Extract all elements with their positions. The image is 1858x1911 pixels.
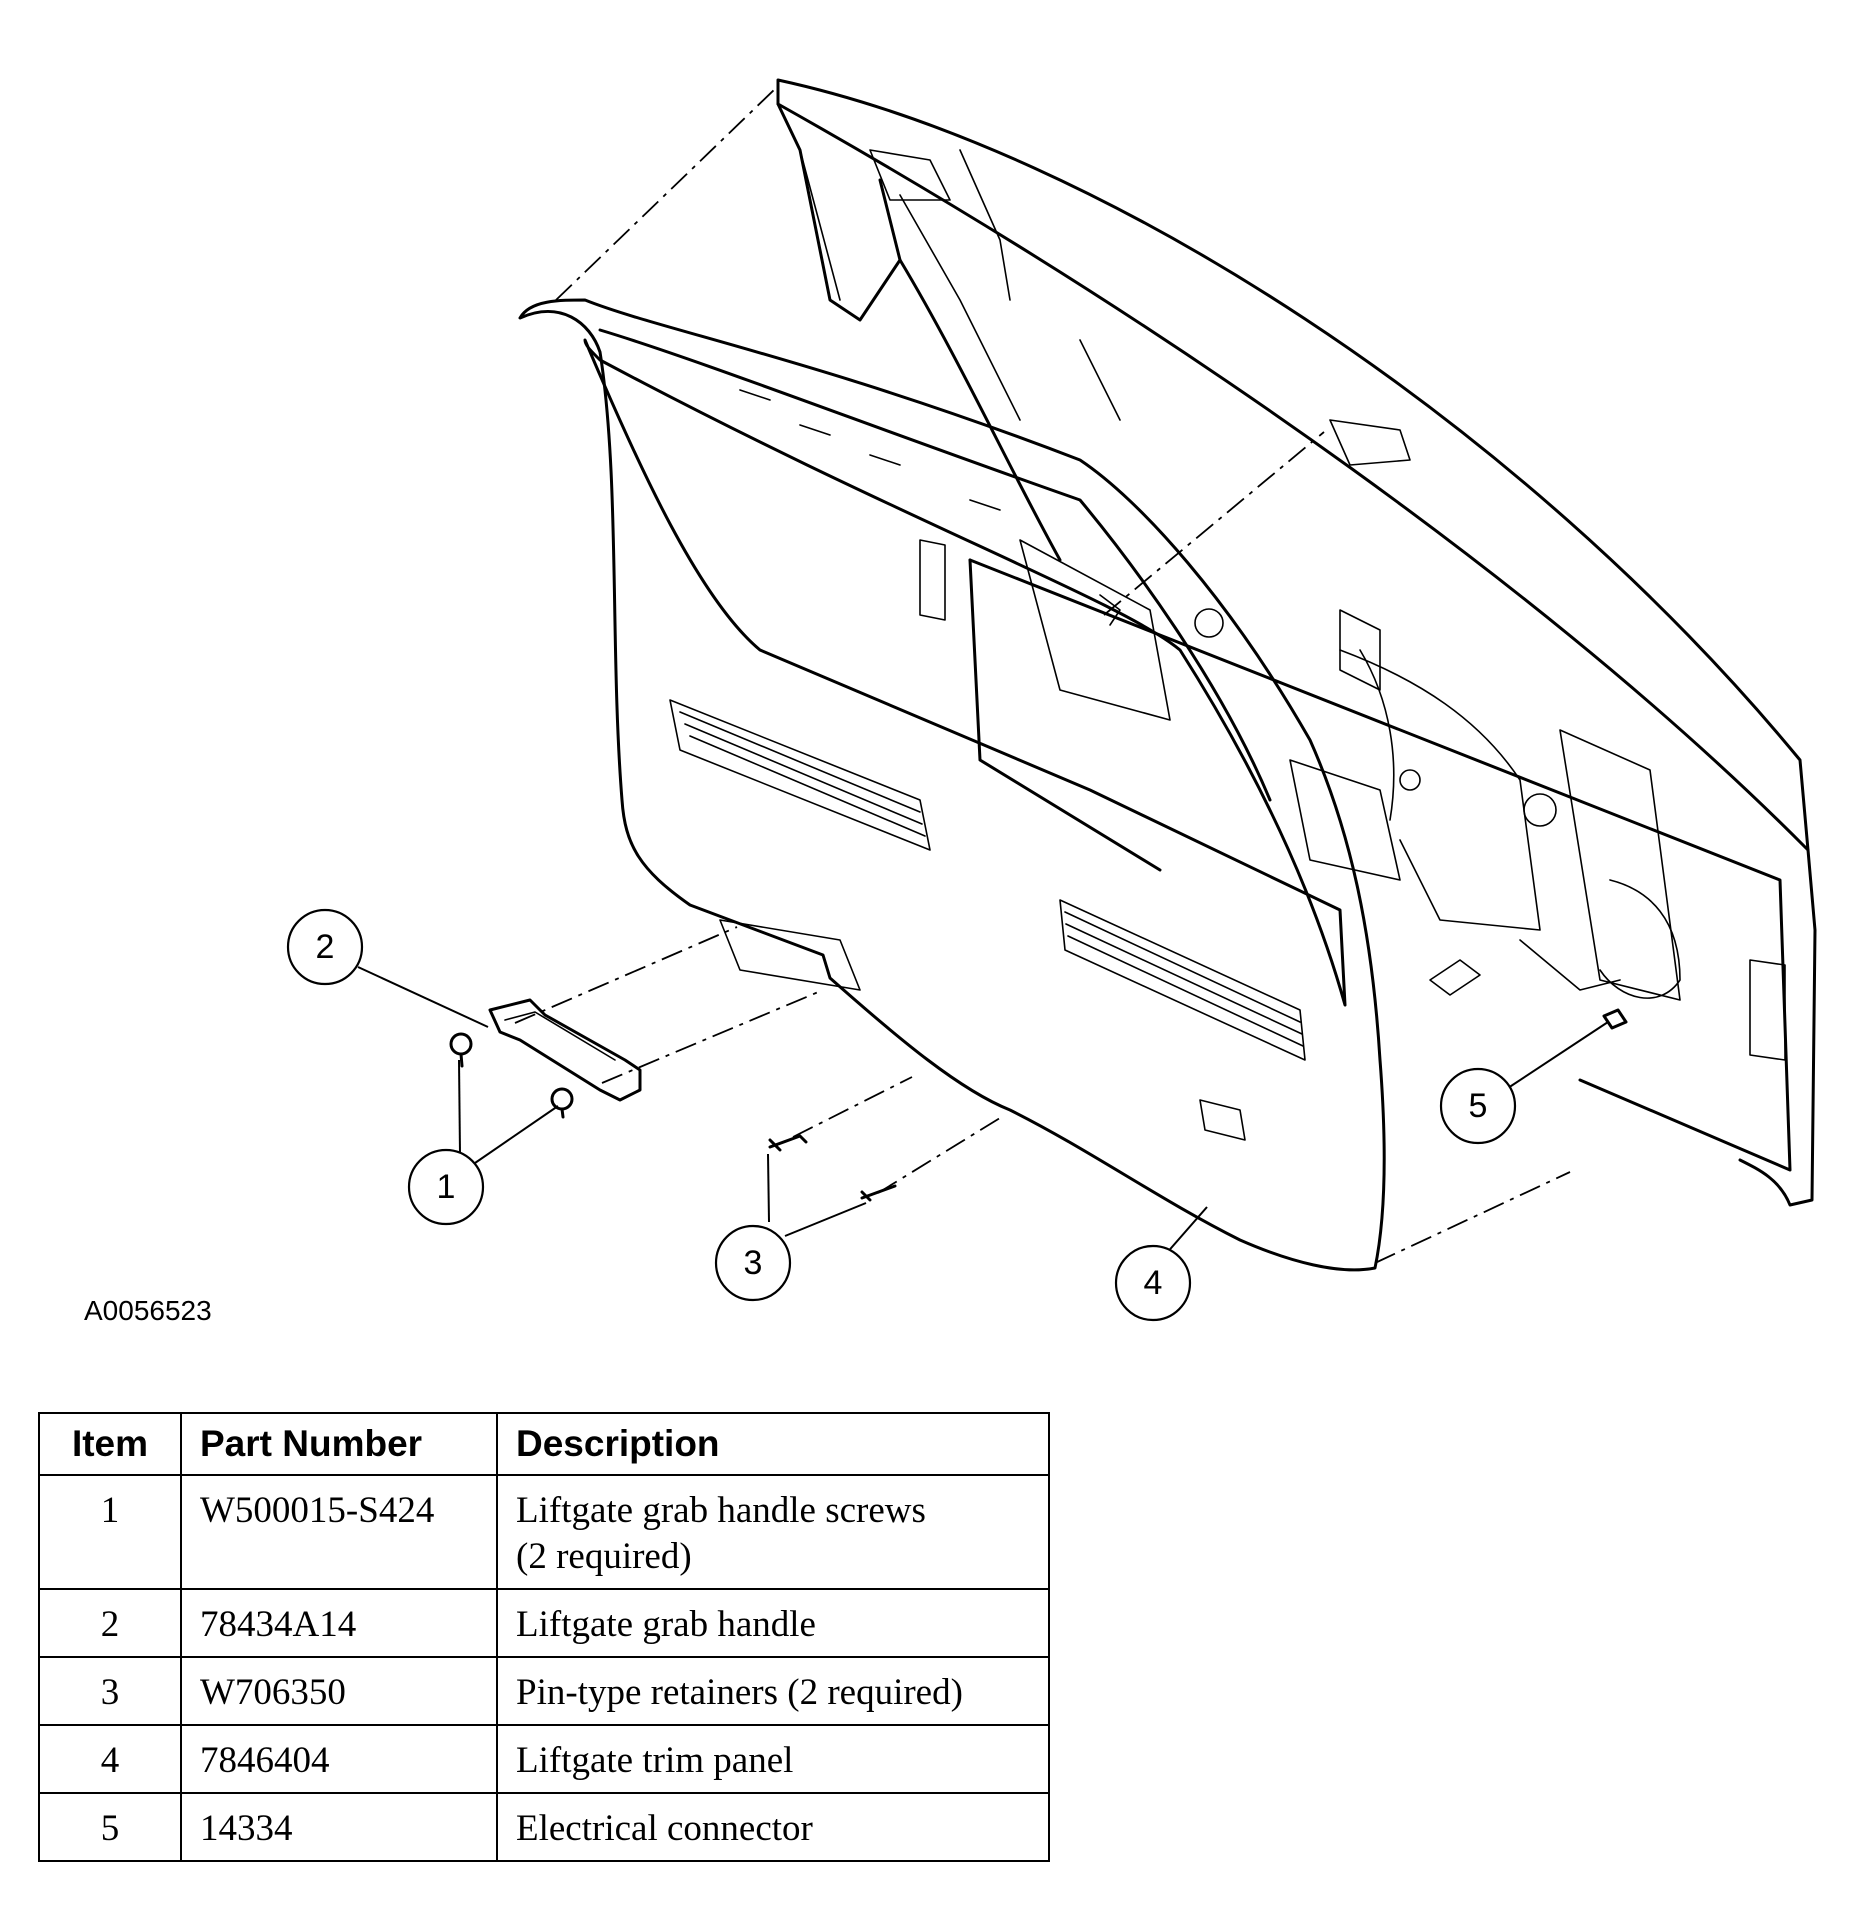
- cell-description: Liftgate grab handle: [496, 1588, 1050, 1658]
- electrical-connector: [1602, 1008, 1628, 1030]
- cell-part-number: W500015-S424: [180, 1474, 498, 1590]
- svg-text:4: 4: [1144, 1264, 1163, 1302]
- svg-text:5: 5: [1469, 1087, 1488, 1125]
- table-header-row: Item Part Number Description: [38, 1412, 1050, 1476]
- alignment-lines: [514, 87, 1571, 1264]
- cell-item: 1: [38, 1474, 182, 1590]
- liftgate-structure: [776, 78, 1817, 1207]
- table-row: 4 7846404 Liftgate trim panel: [38, 1724, 1050, 1794]
- callout-3: 3: [714, 1224, 792, 1302]
- cell-part-number: W706350: [180, 1656, 498, 1726]
- cell-description: Pin-type retainers (2 required): [496, 1656, 1050, 1726]
- callout-1: 1: [407, 1148, 485, 1226]
- cell-item: 4: [38, 1724, 182, 1794]
- description-line: Liftgate grab handle screws: [516, 1490, 926, 1531]
- svg-text:2: 2: [316, 928, 335, 966]
- svg-text:1: 1: [437, 1168, 456, 1206]
- table-row: 3 W706350 Pin-type retainers (2 required…: [38, 1656, 1050, 1726]
- handle-screws: [449, 1032, 574, 1119]
- liftgate-trim-panel: [518, 298, 1386, 1272]
- pin-retainers: [768, 1134, 897, 1202]
- table-row: 5 14334 Electrical connector: [38, 1792, 1050, 1862]
- grab-handle: [488, 998, 642, 1102]
- liftgate-exploded-diagram: 1 2 3 4 5: [286, 78, 1817, 1322]
- cell-item: 5: [38, 1792, 182, 1862]
- parts-table: Item Part Number Description 1 W500015-S…: [38, 1412, 1050, 1862]
- cell-part-number: 14334: [180, 1792, 498, 1862]
- svg-text:3: 3: [744, 1244, 763, 1282]
- cell-description: Liftgate grab handle screws (2 required): [496, 1474, 1050, 1590]
- cell-description: Electrical connector: [496, 1792, 1050, 1862]
- leader-lines: [357, 966, 1609, 1256]
- figure-id: A0056523: [84, 1295, 212, 1326]
- table-row: 2 78434A14 Liftgate grab handle: [38, 1588, 1050, 1658]
- cell-description: Liftgate trim panel: [496, 1724, 1050, 1794]
- cell-item: 3: [38, 1656, 182, 1726]
- cell-part-number: 78434A14: [180, 1588, 498, 1658]
- table-row: 1 W500015-S424 Liftgate grab handle scre…: [38, 1474, 1050, 1590]
- header-description: Description: [496, 1412, 1050, 1476]
- description-line: (2 required): [516, 1536, 692, 1577]
- cell-item: 2: [38, 1588, 182, 1658]
- callout-4: 4: [1114, 1244, 1192, 1322]
- callout-5: 5: [1439, 1067, 1517, 1145]
- header-part-number: Part Number: [180, 1412, 498, 1476]
- cell-part-number: 7846404: [180, 1724, 498, 1794]
- header-item: Item: [38, 1412, 182, 1476]
- callout-2: 2: [286, 908, 364, 986]
